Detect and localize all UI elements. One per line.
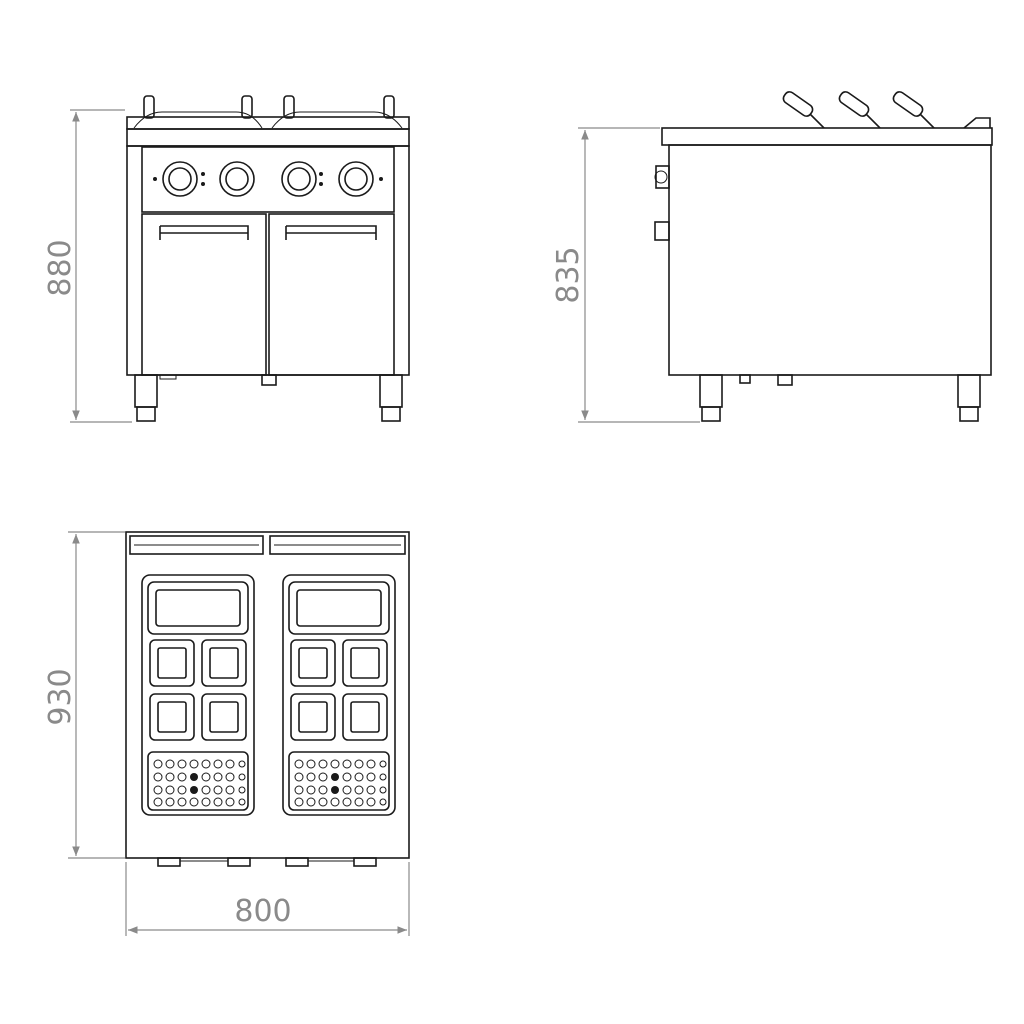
front-control-panel — [141, 146, 395, 213]
side-knob — [655, 165, 670, 189]
side-height-label: 835 — [551, 246, 586, 303]
top-knobs — [157, 857, 377, 867]
front-basket-handles — [133, 95, 403, 129]
top-width-label: 800 — [234, 894, 291, 929]
side-basket-handles — [782, 91, 991, 129]
top-depth-dimension: 930 — [43, 531, 125, 859]
front-top-plate — [126, 116, 410, 130]
front-height-label: 880 — [43, 239, 78, 296]
left-door — [141, 213, 267, 376]
side-top-plate — [661, 127, 993, 146]
left-well — [141, 574, 255, 816]
front-feet — [134, 374, 403, 422]
control-knobs — [153, 161, 383, 197]
side-height-dimension: 835 — [551, 127, 700, 423]
side-handle — [654, 221, 670, 241]
top-outline — [125, 531, 410, 859]
front-view: 880 — [43, 95, 410, 423]
right-door-handle — [285, 225, 377, 240]
front-height-dimension: 880 — [43, 109, 132, 423]
top-view: 930 800 — [43, 531, 410, 936]
top-width-dimension: 800 — [125, 862, 410, 936]
right-door — [268, 213, 395, 376]
top-depth-label: 930 — [43, 668, 78, 725]
right-well — [282, 574, 396, 816]
left-door-handle — [159, 225, 249, 240]
side-view: 835 — [551, 91, 993, 423]
side-cabinet — [668, 144, 992, 376]
side-feet — [699, 374, 981, 422]
